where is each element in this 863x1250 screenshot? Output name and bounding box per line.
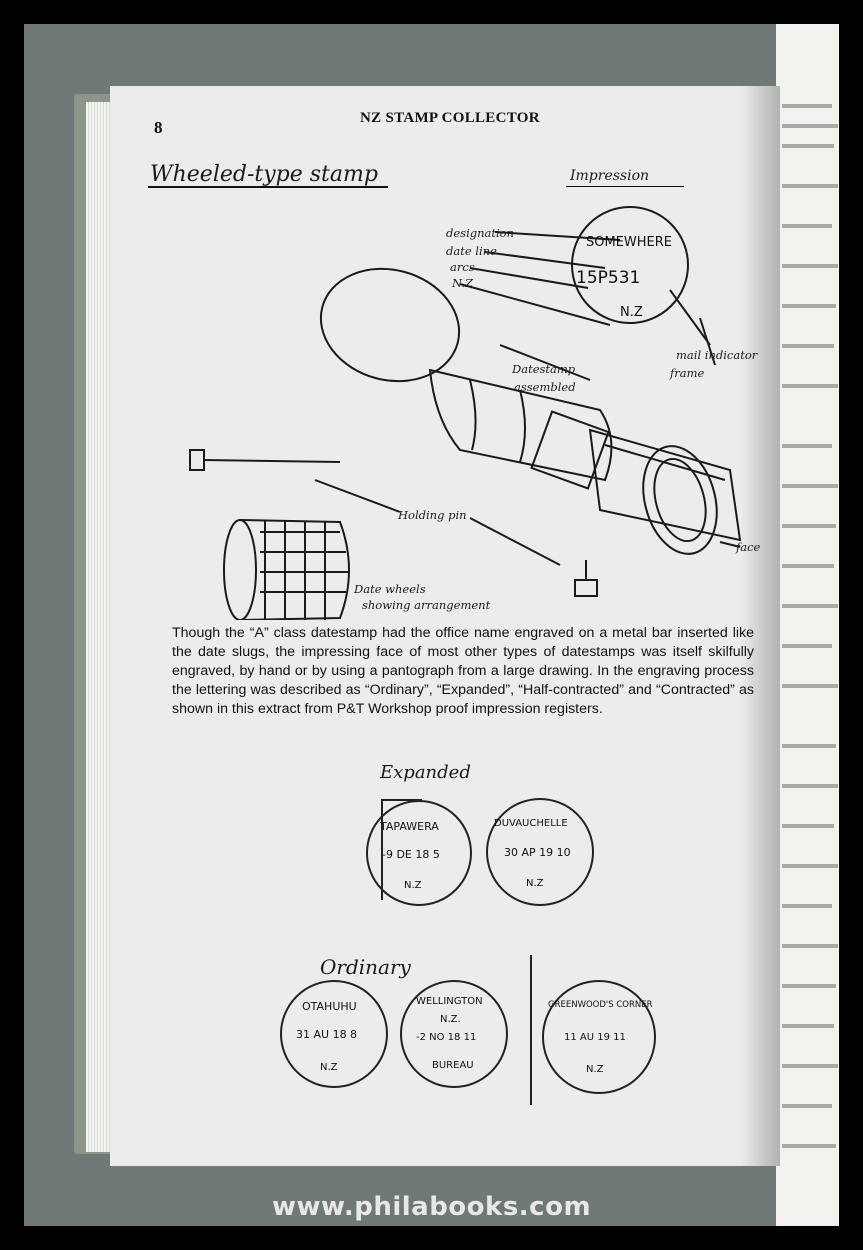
proof-stamp: OTAHUHU 31 AU 18 8 N.Z (280, 980, 388, 1088)
impression-office: SOMEWHERE (586, 235, 672, 250)
proof-stamp: WELLINGTON N.Z. -2 NO 18 11 BUREAU (400, 980, 508, 1088)
footer-url: www.philabooks.com (271, 1192, 592, 1222)
page-number: 8 (154, 118, 163, 137)
label-arcs: arcs (450, 260, 475, 274)
label-showing-arrangement: showing arrangement (362, 598, 491, 612)
ordinary-label: Ordinary (320, 955, 411, 979)
label-frame: frame (670, 366, 705, 380)
illustration-title: Wheeled-type stamp (150, 162, 378, 187)
impression-label: Impression (570, 168, 650, 184)
running-head: NZ STAMP COLLECTOR (360, 110, 540, 126)
label-nz: N.Z (452, 276, 473, 290)
label-mail-indicator: mail indicator (676, 348, 758, 362)
proof-divider (530, 955, 532, 1105)
label-date-wheels: Date wheels (354, 582, 426, 596)
impression-country: N.Z (620, 305, 643, 320)
body-paragraph: Though the “A” class datestamp had the o… (172, 625, 754, 717)
label-date-line: date line (446, 244, 497, 258)
impression-date: 15P531 (576, 268, 640, 288)
expanded-label: Expanded (380, 762, 471, 783)
label-designation: designation (446, 226, 515, 240)
facing-page (776, 24, 839, 1226)
label-face: face (736, 540, 761, 554)
proof-stamp: TAPAWERA -9 DE 18 5 N.Z (366, 800, 472, 906)
proof-stamp: GREENWOOD'S CORNER 11 AU 19 11 N.Z (542, 980, 656, 1094)
label-assembled: assembled (514, 380, 576, 394)
proof-stamp: DUVAUCHELLE 30 AP 19 10 N.Z (486, 798, 594, 906)
label-datestamp: Datestamp (512, 362, 576, 376)
datestamp-drawing: SOMEWHERE 15P531 N.Z (189, 206, 742, 620)
label-holding-pin: Holding pin (398, 508, 467, 522)
